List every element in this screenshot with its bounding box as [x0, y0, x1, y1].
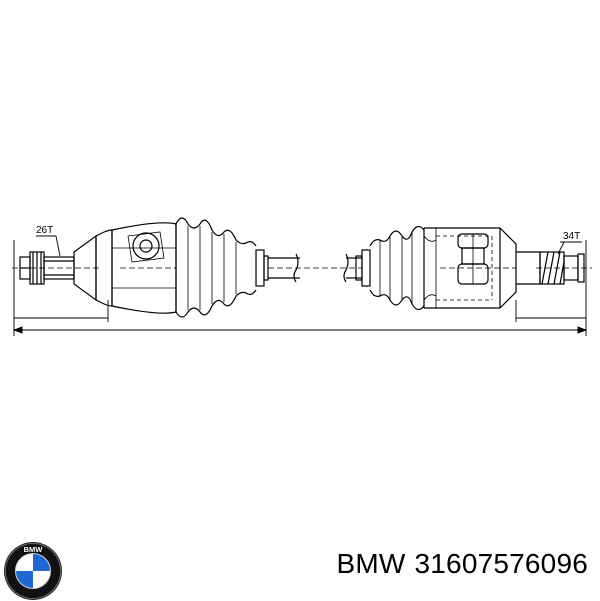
right-boot: [355, 225, 425, 311]
right-axle-stub: [516, 251, 592, 285]
part-label: BMW 31607576096: [336, 548, 588, 580]
left-boot: [175, 217, 269, 318]
brand-name: BMW: [336, 548, 406, 579]
right-inner-cv-joint: [423, 227, 517, 309]
part-number: 31607576096: [414, 548, 588, 579]
bmw-logo: BMW: [4, 542, 62, 600]
right-teeth-label: 34T: [563, 231, 580, 242]
left-axle-stub: [12, 251, 100, 285]
dimension-lines: [12, 235, 588, 336]
tooth-count-labels: 26T 34T: [36, 225, 580, 242]
intermediate-shaft: [268, 253, 362, 283]
logo-letters: BMW: [24, 545, 44, 554]
left-teeth-label: 26T: [36, 225, 53, 236]
